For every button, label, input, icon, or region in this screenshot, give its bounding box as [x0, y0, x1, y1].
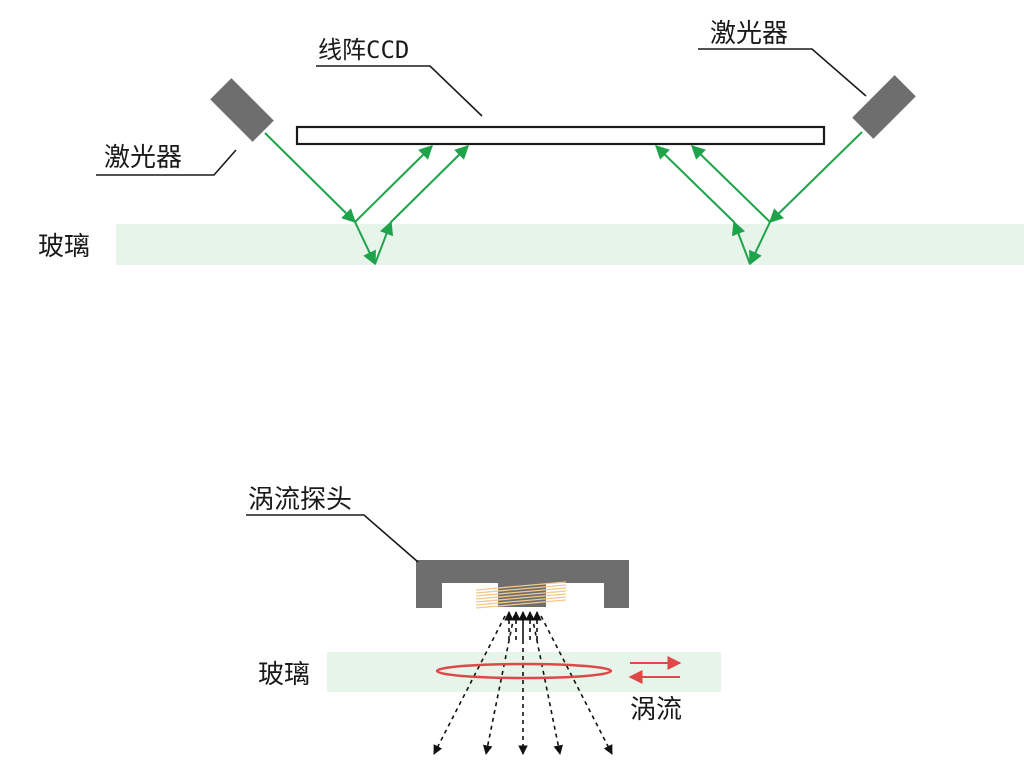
left-beam-paths [264, 132, 469, 266]
laser-left-leader-line [96, 149, 237, 176]
laser-emitter-icon [852, 75, 916, 139]
laser-right-leader-line [698, 48, 867, 97]
laser-emitter-icon [210, 78, 274, 142]
laser-label-right: 激光器 [710, 19, 788, 49]
right-beam-paths [654, 131, 863, 266]
eddy-direction-arrows [628, 656, 682, 684]
ccd-label: 线阵CCD [318, 36, 409, 64]
laser-label-left: 激光器 [104, 143, 182, 173]
magnetic-field-lines [433, 611, 613, 755]
linear-ccd-sensor [295, 125, 826, 146]
glass-plate-top [116, 224, 1024, 265]
eddy-current-label: 涡流 [630, 695, 682, 725]
probe-leader-line [246, 514, 419, 563]
eddy-current-probe-icon [416, 560, 629, 608]
probe-label: 涡流探头 [248, 485, 352, 515]
coil-winding-icon [475, 581, 567, 609]
eddy-current-diagram: 玻璃 涡流探头 [246, 485, 721, 755]
glass-plate-bottom [327, 652, 721, 692]
glass-label-top: 玻璃 [38, 232, 90, 262]
laser-triangulation-diagram: 玻璃 线阵CCD 激光器 激光器 [38, 19, 1024, 266]
eddy-current-ring [435, 662, 613, 680]
ccd-leader-line [316, 65, 483, 117]
glass-label-bottom: 玻璃 [258, 660, 310, 690]
